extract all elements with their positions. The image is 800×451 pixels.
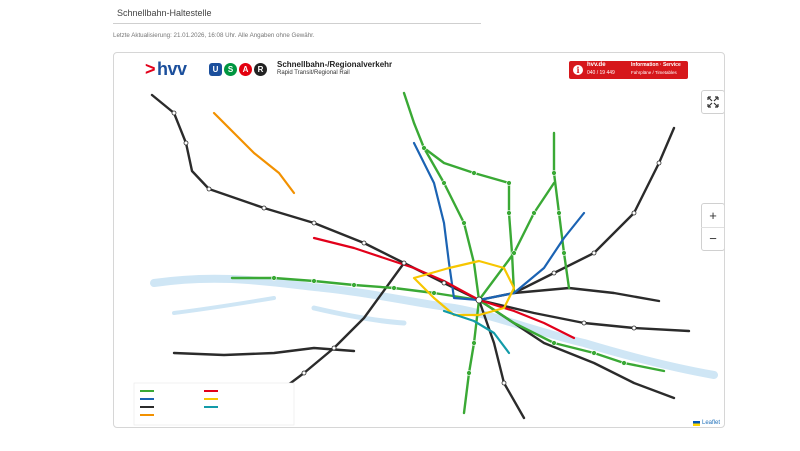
last-update-info: Letzte Aktualisierung: 21.01.2026, 16:08… <box>113 32 315 39</box>
service-phone: 040 / 19 449 <box>587 70 615 76</box>
sbahn-badge: S <box>224 63 237 76</box>
ubahn-badge: U <box>209 63 222 76</box>
leaflet-link[interactable]: Leaflet <box>701 420 720 426</box>
service-site: hvv.de <box>587 62 606 68</box>
zoom-in-button[interactable]: + <box>709 207 717 223</box>
akn-badge: A <box>239 63 252 76</box>
stop-select-label: Schnellbahn-Haltestelle <box>117 8 212 18</box>
zoom-out-button[interactable]: − <box>701 226 724 250</box>
elbe-river <box>150 274 718 379</box>
fullscreen-button[interactable] <box>701 90 724 114</box>
info-icon: i <box>573 65 583 75</box>
regional-badge: R <box>254 63 267 76</box>
fullscreen-icon <box>707 96 719 108</box>
map-subtitle: Rapid Transit/Regional Rail <box>277 70 350 76</box>
map-legend <box>133 382 295 426</box>
transport-mode-badges: U S A R <box>209 63 267 76</box>
map-attribution: Leaflet <box>690 420 722 426</box>
map-title: Schnellbahn-/Regionalverkehr <box>277 60 393 69</box>
stop-select-field[interactable]: Schnellbahn-Haltestelle <box>113 4 481 24</box>
ubahn-lines <box>212 111 586 355</box>
sbahn-station-markers <box>271 145 627 376</box>
service-line-1: Information · Service <box>631 62 681 68</box>
hvv-logo: >hvv <box>145 59 187 79</box>
station-markers <box>171 110 662 386</box>
regional-lines <box>150 93 691 420</box>
network-map-canvas <box>133 91 718 426</box>
ukraine-flag-icon <box>692 420 700 426</box>
network-map[interactable]: >hvv U S A R Schnellbahn-/Regionalverkeh… <box>113 52 725 428</box>
service-line-2: Fahrpläne / Timetables <box>631 70 677 75</box>
service-info-box: i hvv.de 040 / 19 449 Information · Serv… <box>569 61 688 79</box>
zoom-control: + − <box>701 203 724 251</box>
